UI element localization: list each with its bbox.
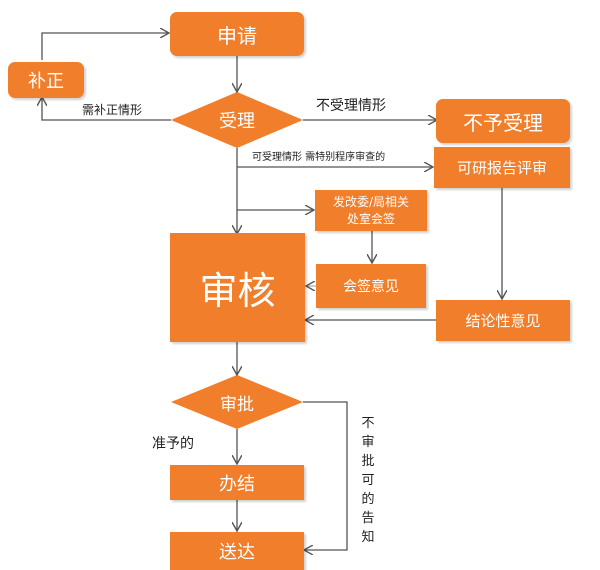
need-correction-label: 需补正情形	[82, 103, 143, 117]
arrow-correct-to-apply	[41, 33, 168, 60]
not-approved-notice-label: 不审批可的告知	[361, 416, 375, 545]
correct-node: 补正	[8, 62, 84, 98]
arrow-approve-to-deliver	[303, 401, 348, 550]
apply-node: 申请	[170, 12, 304, 56]
accept-label: 受理	[219, 111, 255, 132]
complete-node: 办结	[170, 465, 304, 500]
approve-label: 审批	[220, 394, 254, 415]
feasibility-review-node: 可研报告评审	[434, 147, 570, 188]
approved-label: 准予的	[152, 436, 194, 452]
accept-diamond	[171, 92, 303, 148]
countersign-opinion-node: 会签意见	[316, 264, 426, 308]
arrow-accept-to-correct	[42, 98, 171, 121]
not-accept-node: 不予受理	[436, 99, 570, 143]
approve-diamond	[171, 375, 303, 429]
conclusion-opinion-node: 结论性意见	[436, 300, 570, 341]
countersign-node: 发改委/局相关处室会签	[315, 190, 427, 231]
not-accept-case-label: 不受理情形	[316, 98, 386, 114]
review-node: 审核	[170, 233, 305, 342]
acceptable-case-label: 可受理情形 需特别程序审查的	[252, 152, 386, 163]
deliver-node: 送达	[170, 532, 304, 570]
